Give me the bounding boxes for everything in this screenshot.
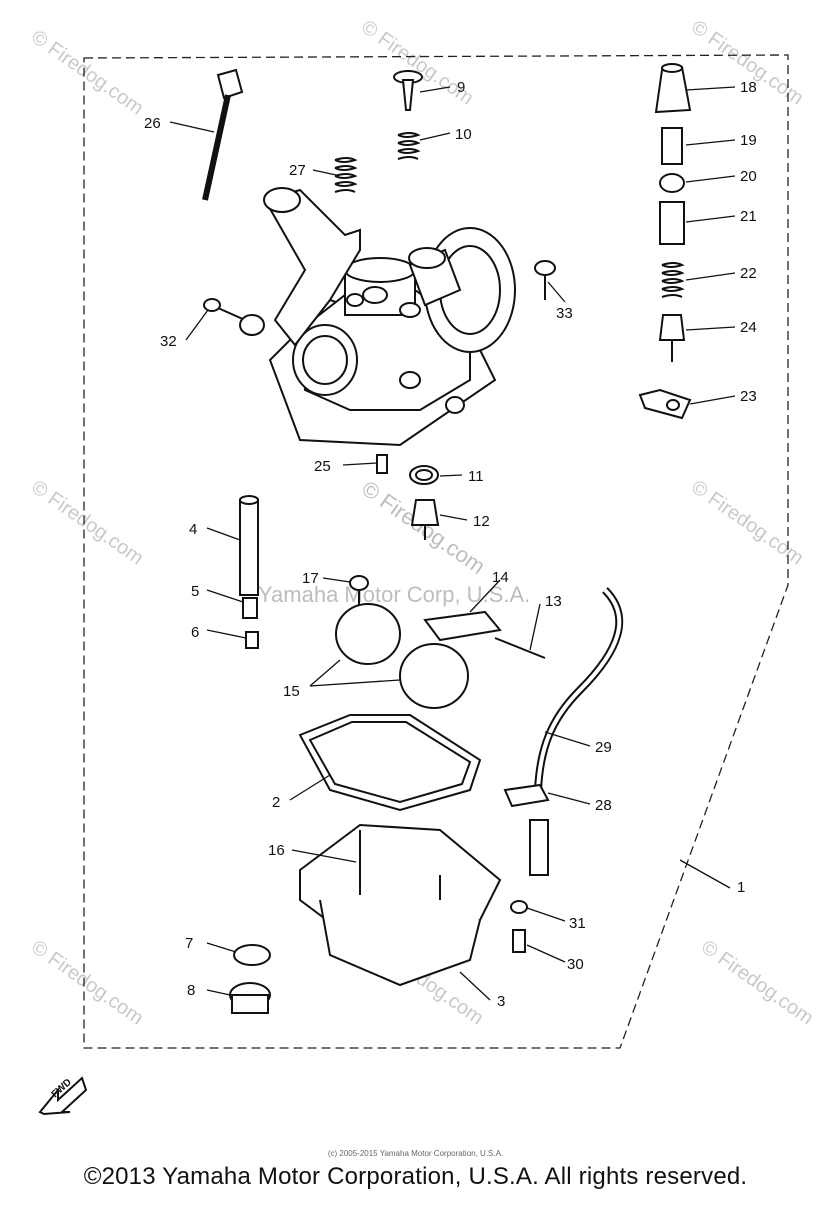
watermark: © Firedog.com [27, 936, 147, 1029]
callout-6: 6 [191, 624, 199, 641]
callout-3: 3 [497, 993, 505, 1010]
copyright-small: (c) 2005-2015 Yamaha Motor Corporation, … [327, 1149, 504, 1158]
carburetor-body [263, 187, 516, 447]
callout-14: 14 [492, 569, 509, 586]
callout-7: 7 [185, 935, 193, 952]
watermark: © Firedog.com [27, 476, 147, 569]
callout-9: 9 [457, 79, 465, 96]
callout-4: 4 [189, 521, 197, 538]
callout-26: 26 [144, 115, 161, 132]
assembly-boundary [83, 54, 789, 1049]
leader-lines [169, 86, 736, 1001]
callout-1: 1 [737, 879, 745, 896]
watermark-center: © Firedog.com [357, 476, 490, 579]
callout-29: 29 [595, 739, 612, 756]
callout-23: 23 [740, 388, 757, 405]
callout-27: 27 [289, 162, 306, 179]
callout-5: 5 [191, 583, 199, 600]
watermark: © Firedog.com [687, 476, 807, 569]
callout-22: 22 [740, 265, 757, 282]
callout-13: 13 [545, 593, 562, 610]
callout-15: 15 [283, 683, 300, 700]
callout-19: 19 [740, 132, 757, 149]
watermark: © Firedog.com [697, 936, 817, 1029]
callout-labels: 1 2 3 4 5 6 7 8 9 10 11 12 13 14 15 16 1… [144, 79, 757, 1010]
forward-arrow-icon: FWD [38, 1076, 88, 1116]
watermark: © Firedog.com [27, 26, 147, 119]
callout-8: 8 [187, 982, 195, 999]
callout-11: 11 [468, 468, 484, 485]
callout-21: 21 [740, 208, 757, 225]
watermark-maker: Yamaha Motor Corp, U.S.A. [258, 582, 530, 607]
callout-31: 31 [569, 915, 586, 932]
callout-12: 12 [473, 513, 490, 530]
callout-30: 30 [567, 956, 584, 973]
callout-20: 20 [740, 168, 757, 185]
callout-28: 28 [595, 797, 612, 814]
callout-24: 24 [740, 319, 757, 336]
callout-25: 25 [314, 458, 331, 475]
copyright-footer: ©2013 Yamaha Motor Corporation, U.S.A. A… [83, 1163, 748, 1190]
callout-18: 18 [740, 79, 757, 96]
callout-33: 33 [556, 305, 573, 322]
callout-17: 17 [302, 570, 319, 587]
small-parts [202, 63, 692, 1014]
callout-10: 10 [455, 126, 472, 143]
callout-32: 32 [160, 333, 177, 350]
callout-2: 2 [272, 794, 280, 811]
callout-16: 16 [268, 842, 285, 859]
